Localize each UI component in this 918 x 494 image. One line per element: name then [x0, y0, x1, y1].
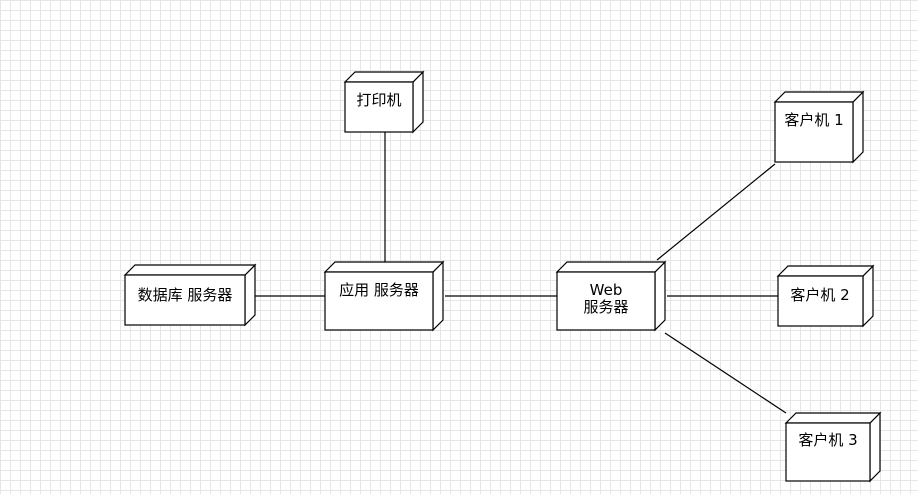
connection-web-client1[interactable]: [656, 163, 776, 261]
connections: [255, 132, 787, 414]
node-client-3-label: 客户机 3: [798, 431, 857, 449]
node-web-server[interactable]: Web 服务器: [555, 260, 667, 332]
node-app-server[interactable]: 应用 服务器: [323, 260, 445, 332]
node-printer-label: 打印机: [356, 91, 401, 109]
node-printer[interactable]: 打印机: [343, 70, 425, 134]
node-web-server-label-line2: 服务器: [583, 298, 628, 316]
node-client-3[interactable]: 客户机 3: [784, 411, 882, 483]
node-web-server-label-line1: Web: [590, 281, 623, 299]
node-client-2-label: 客户机 2: [790, 286, 849, 304]
node-client-1-label: 客户机 1: [784, 111, 843, 129]
node-db-server-label: 数据库 服务器: [138, 286, 233, 304]
node-client-1[interactable]: 客户机 1: [773, 90, 865, 164]
node-client-2[interactable]: 客户机 2: [776, 264, 875, 328]
connection-web-client3[interactable]: [664, 332, 787, 414]
node-db-server[interactable]: 数据库 服务器: [123, 263, 257, 327]
node-app-server-label: 应用 服务器: [339, 281, 419, 299]
